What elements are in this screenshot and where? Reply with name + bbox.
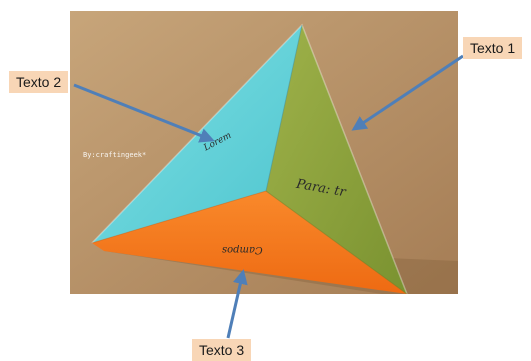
pyramid-face-orange xyxy=(92,191,407,294)
handwritten-text-orange: Campos xyxy=(222,244,263,255)
pyramid-face-green xyxy=(266,25,407,294)
pyramid-inner-edge xyxy=(265,190,408,294)
pyramid-photo: By:craftingeek* Para: tr Campos Lorem xyxy=(70,11,458,294)
label-texto-2: Texto 2 xyxy=(9,71,69,93)
pyramid-inner-edge xyxy=(91,190,267,244)
photo-watermark: By:craftingeek* xyxy=(83,151,147,159)
pyramid-inner-edge xyxy=(265,24,303,192)
label-texto-1: Texto 1 xyxy=(463,37,523,59)
label-texto-3: Texto 3 xyxy=(192,339,252,361)
